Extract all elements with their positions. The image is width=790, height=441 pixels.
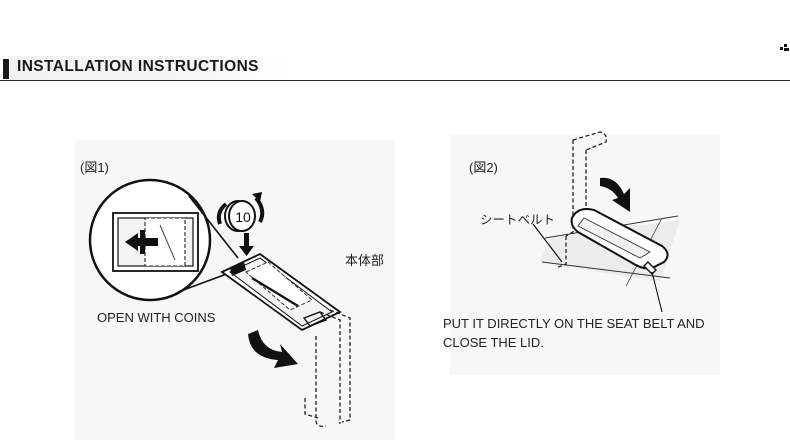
device-on-belt — [570, 208, 669, 275]
figure2-caption-line2: CLOSE THE LID. — [443, 335, 544, 350]
header-bar — [3, 59, 9, 79]
section-title: INSTALLATION INSTRUCTIONS — [17, 58, 259, 75]
insert-arrow-icon — [239, 233, 254, 256]
corner-mark — [780, 44, 790, 52]
device-leader-line — [651, 271, 663, 313]
coin-value: 10 — [235, 209, 251, 225]
device-body — [220, 252, 342, 332]
rotate-arrow-icon — [216, 202, 228, 225]
close-arrow-icon — [248, 330, 298, 368]
belt-leader-line — [532, 223, 563, 263]
lid-arrow-icon — [600, 177, 630, 212]
buckle-outline — [555, 131, 608, 269]
figure2-caption-line1: PUT IT DIRECTLY ON THE SEAT BELT AND — [443, 316, 705, 331]
figure2-label: (図2) — [469, 160, 498, 175]
header-rule — [0, 80, 790, 81]
figure1-label: (図1) — [80, 160, 109, 175]
belt-clip-outline — [304, 309, 351, 428]
coin-icon — [224, 200, 256, 232]
section-header: INSTALLATION INSTRUCTIONS — [0, 56, 790, 82]
header-shade — [10, 56, 285, 80]
figure1-caption: OPEN WITH COINS — [97, 310, 216, 325]
open-arrow-icon — [125, 233, 158, 251]
figure2-belt-label: シートベルト — [480, 213, 556, 227]
figure1-body-label: 本体部 — [345, 253, 385, 268]
